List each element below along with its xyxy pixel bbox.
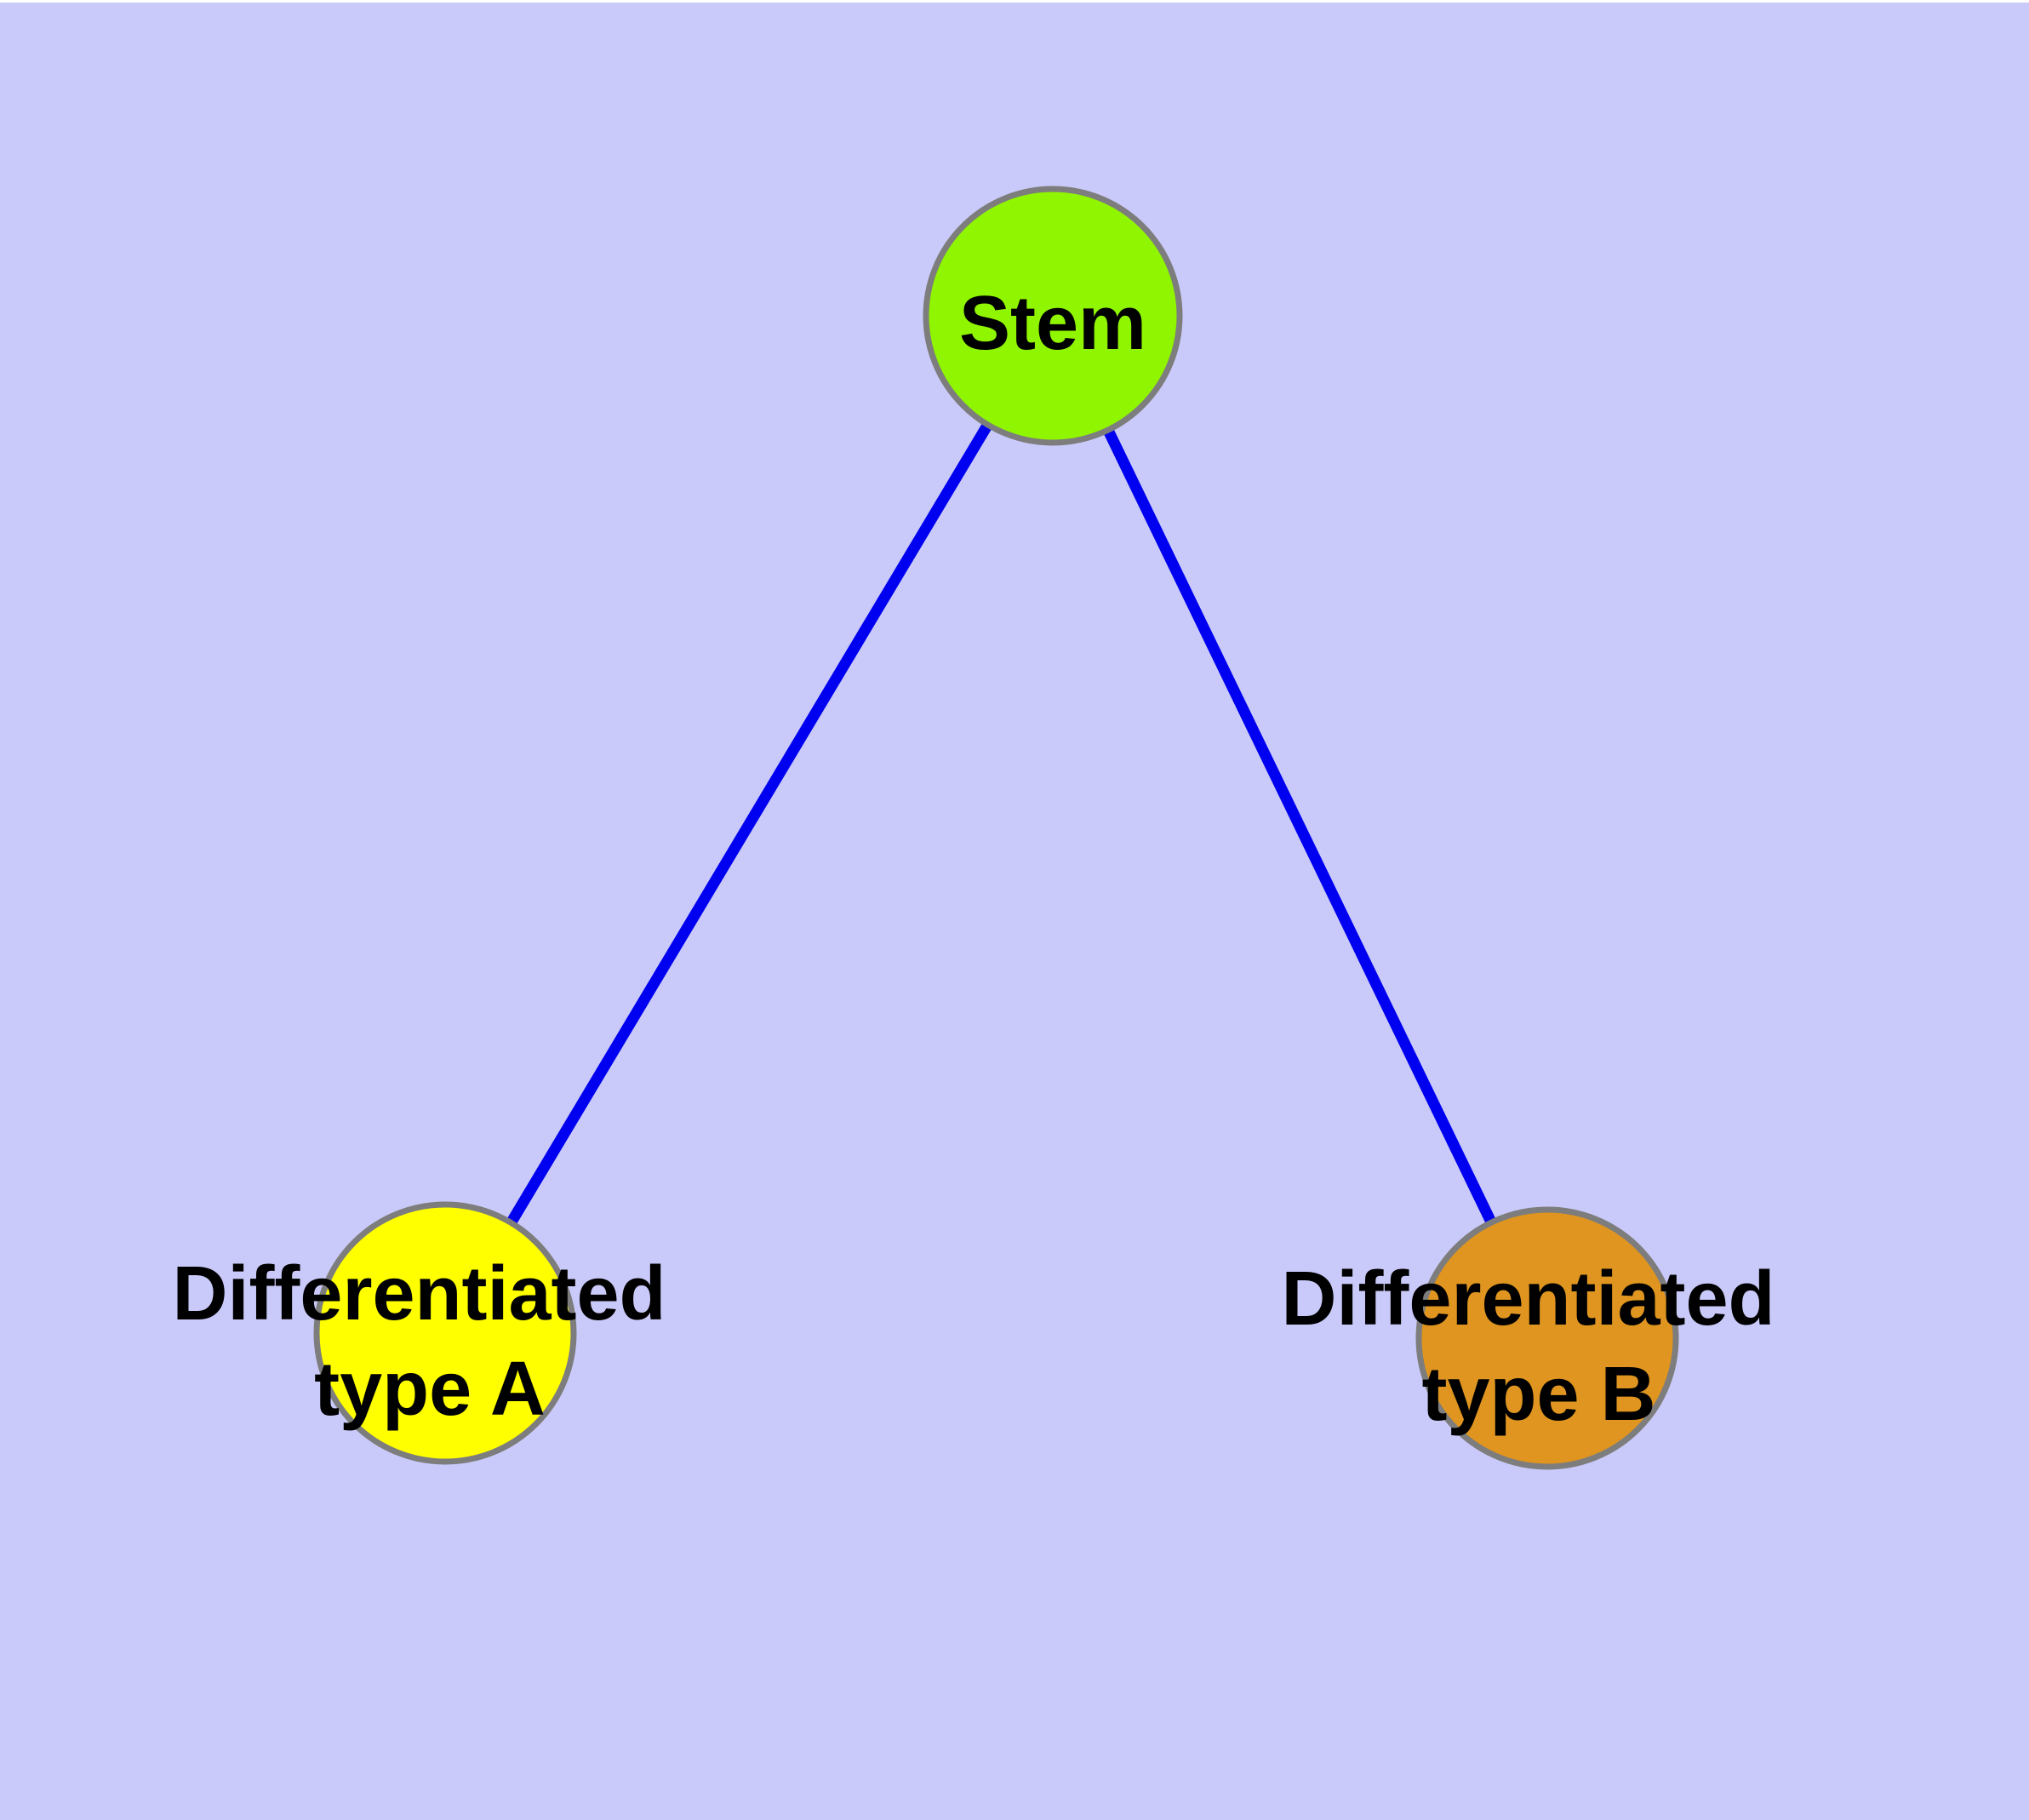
top-border <box>0 0 2029 3</box>
node-differentiated-type-a[interactable]: Differentiated type A <box>172 1201 687 1465</box>
node-stem[interactable]: Stem <box>923 186 1183 446</box>
node-stem-circle[interactable] <box>923 186 1183 446</box>
node-differentiated-type-b-label-line1: Differentiated <box>1281 1256 1775 1342</box>
node-differentiated-type-b-label-line2: type B <box>1421 1352 1655 1437</box>
node-differentiated-type-a-circle[interactable] <box>313 1201 577 1465</box>
node-differentiated-type-b[interactable]: Differentiated type B <box>1281 1206 1796 1470</box>
node-differentiated-type-a-label: Differentiated type A <box>172 1251 687 1432</box>
edge-stem-to-type-a <box>440 312 1058 1336</box>
node-differentiated-type-b-label: Differentiated type B <box>1281 1256 1796 1437</box>
node-differentiated-type-b-circle[interactable] <box>1415 1206 1679 1470</box>
edge-stem-to-type-b <box>1048 313 1552 1341</box>
node-differentiated-type-a-label-line1: Differentiated <box>172 1251 666 1336</box>
node-stem-label: Stem <box>959 281 1146 366</box>
node-differentiated-type-a-label-line2: type A <box>314 1347 546 1432</box>
